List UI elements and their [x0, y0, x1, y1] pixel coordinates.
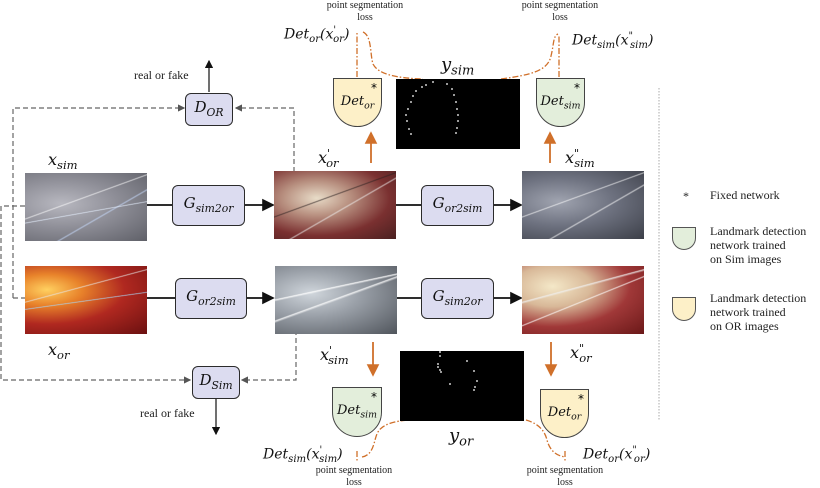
- det-output-sim-top: Detsim(x"sim): [572, 31, 654, 51]
- image-x-or-prime: [274, 171, 396, 239]
- generator-sim2or-bottom: Gsim2or: [421, 278, 494, 319]
- loss-label-bottom-right: point segmentation loss: [526, 465, 604, 488]
- legend-or-detector-icon: [672, 297, 696, 321]
- mask-y-or: [400, 351, 524, 421]
- label-y-sim: ysim: [441, 54, 475, 79]
- fixed-network-star-icon: *: [574, 81, 580, 95]
- dashed-xsim-to-dsim: [0, 205, 192, 384]
- det-output-or-top: Detor(x'or): [284, 25, 350, 45]
- loss-label-bottom-left: point segmentation loss: [315, 465, 393, 488]
- detector-or-top: Detor *: [333, 78, 382, 127]
- image-x-or-dprime: [522, 266, 644, 334]
- loss-label-top-right: point segmentation loss: [521, 0, 599, 23]
- label-x-or-prime: x'or: [318, 147, 339, 171]
- mask-y-sim: [396, 79, 520, 149]
- label-x-sim-prime: x'sim: [320, 344, 349, 368]
- det-output-or-bottom: Detor(x"or): [583, 445, 651, 465]
- loss-curve-bottom-left: [361, 419, 410, 458]
- label-x-or-dprime: x"or: [570, 342, 592, 366]
- detector-or-bottom: Detor *: [540, 389, 589, 438]
- detector-sim-top: Detsim *: [536, 78, 585, 127]
- label-x-sim-dprime: x"sim: [565, 147, 595, 171]
- dor-output-label: real or fake: [134, 68, 189, 82]
- dsim-output-label: real or fake: [140, 406, 195, 420]
- image-x-sim: [25, 173, 147, 241]
- label-y-or: yor: [449, 425, 474, 450]
- generator-sim2or-top: Gsim2or: [172, 185, 245, 226]
- legend-sim-label: Landmark detection network trained on Si…: [710, 224, 807, 266]
- detector-sim-bottom: Detsim *: [332, 387, 382, 437]
- det-output-sim-bottom: Detsim(x'sim): [263, 445, 343, 465]
- discriminator-sim: DSim: [192, 366, 240, 399]
- legend-or-label: Landmark detection network trained on OR…: [710, 291, 807, 333]
- dashed-xsim-prime-to-dsim: [240, 330, 297, 384]
- dashed-xor-to-dor: [12, 104, 186, 298]
- image-x-or: [25, 266, 147, 334]
- landmark-points-y-sim: [405, 81, 459, 135]
- label-x-or: xor: [48, 340, 70, 363]
- image-x-sim-dprime: [522, 171, 644, 239]
- dashed-xor-prime-to-dor: [234, 104, 295, 172]
- fixed-network-star-icon: *: [578, 392, 584, 406]
- legend-fixed-marker-icon: *: [683, 189, 689, 203]
- discriminator-or: DOR: [185, 93, 233, 126]
- image-x-sim-prime: [275, 266, 397, 334]
- loss-curve-top-right: [500, 33, 559, 80]
- fixed-network-star-icon: *: [371, 81, 377, 95]
- loss-curve-top-left: [362, 31, 424, 80]
- generator-or2sim-top: Gor2sim: [421, 185, 494, 226]
- legend-fixed-label: Fixed network: [710, 188, 780, 202]
- legend-sim-detector-icon: [672, 227, 696, 250]
- loss-curve-bottom-right: [525, 419, 566, 458]
- fixed-network-star-icon: *: [371, 390, 377, 404]
- generator-or2sim-bottom: Gor2sim: [175, 278, 247, 319]
- loss-label-top-left: point segmentation loss: [326, 0, 404, 23]
- label-x-sim: xsim: [48, 150, 78, 173]
- landmark-points-y-or: [437, 351, 478, 391]
